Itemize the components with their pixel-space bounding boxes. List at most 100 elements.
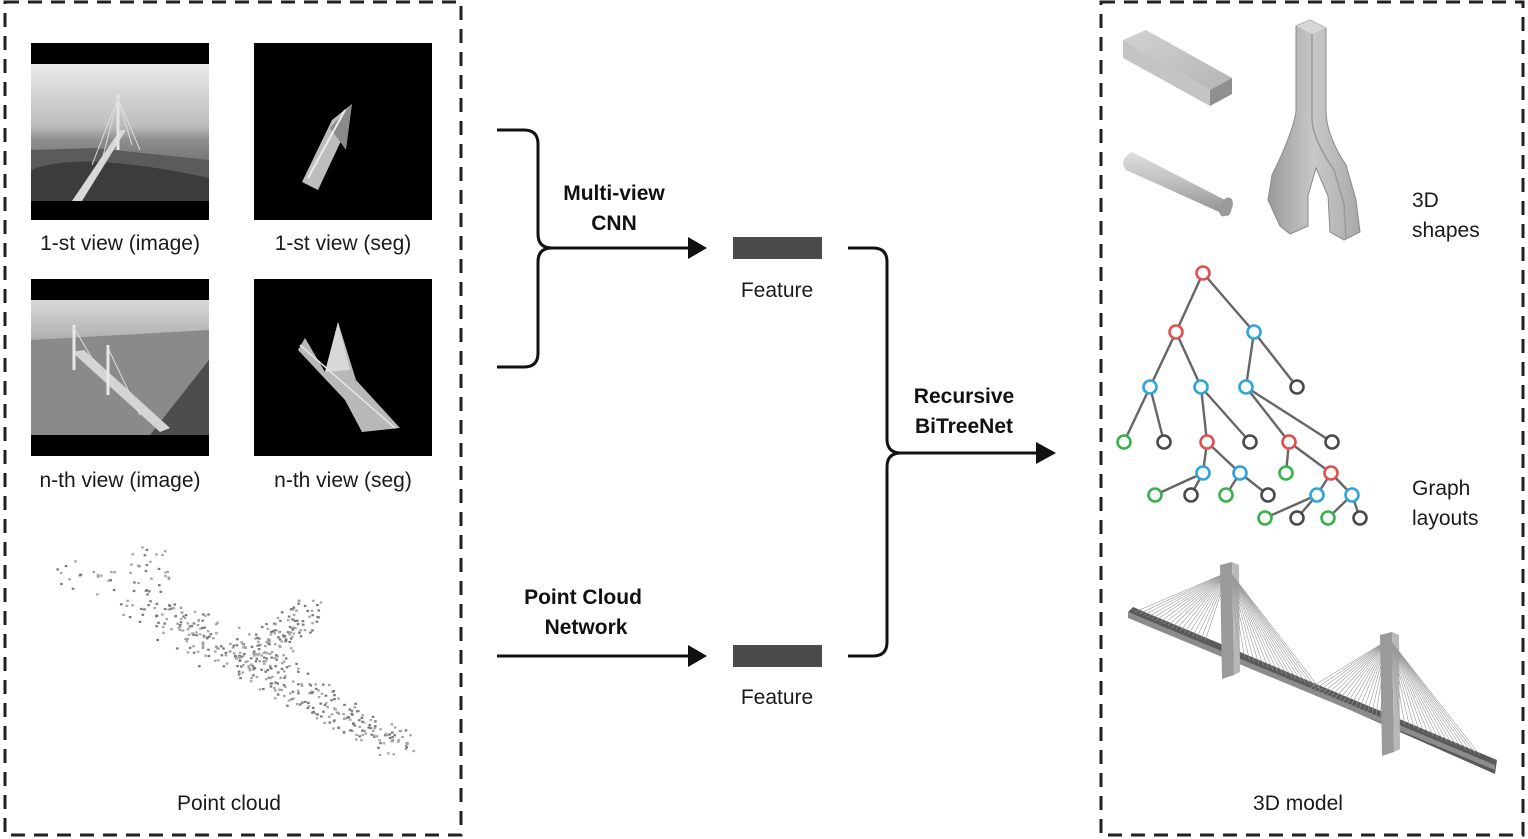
tree-node [1183,487,1199,503]
point-cloud-dot [192,633,195,636]
tree-node [1320,510,1336,526]
point-cloud-dot [262,651,266,654]
point-cloud-dot [311,706,315,709]
point-cloud-dot [153,607,156,610]
point-cloud-dot [136,564,140,567]
point-cloud-dot [241,655,245,658]
point-cloud-dot [284,685,287,688]
point-cloud-dot [297,602,300,605]
point-cloud-dot [158,584,161,587]
point-cloud-dot [169,607,173,610]
point-cloud-dot [282,670,286,673]
point-cloud-dot [171,606,175,610]
point-cloud-dot [60,582,63,586]
point-cloud-dot [330,713,334,716]
point-cloud-dot [207,648,210,651]
point-cloud-dot [286,704,289,707]
point-cloud-dot [186,637,189,641]
point-cloud-dot [149,600,152,603]
point-cloud-dot [288,664,291,668]
point-cloud-dot [316,713,319,716]
point-cloud-dot [291,628,295,631]
point-cloud-dot [278,631,281,634]
point-cloud-dot [215,623,218,626]
point-cloud-dot [317,689,320,692]
tree-edge [1154,471,1204,497]
point-cloud-dot [244,645,247,649]
point-cloud-dot [137,582,140,585]
multiview-label-line2: CNN [591,212,637,235]
point-cloud-dot [255,676,259,679]
point-cloud-dot [320,692,324,695]
tree-node [1324,434,1340,450]
point-cloud-dot [184,614,188,617]
point-cloud-dot [311,622,314,625]
point-cloud-dot [361,714,364,717]
point-cloud-dot [288,640,292,643]
point-cloud-dot [307,705,311,708]
point-cloud-dot [192,645,195,648]
point-cloud-dot [283,694,286,698]
point-cloud-dot [308,683,311,686]
point-cloud-dot [277,636,280,639]
cylinder-shape [1123,152,1233,217]
point-cloud-dot [147,604,150,607]
point-cloud-dot [207,630,210,633]
point-cloud-dot [143,554,147,557]
point-cloud-dot [273,632,277,635]
point-cloud-dot [193,610,197,613]
point-cloud-dot [362,721,366,724]
point-cloud-dot [163,607,167,611]
tree-node [1281,434,1297,450]
point-cloud-dot [354,702,357,705]
point-cloud-dot [409,734,412,737]
point-cloud-dot [278,688,281,691]
point-cloud-dot [237,673,241,677]
point-cloud-dot [273,687,276,690]
tree-edge [1288,441,1332,474]
point-cloud-dot [375,735,379,738]
point-cloud-dot [71,587,75,590]
point-cloud-dot [228,650,232,653]
point-cloud-dot [250,645,254,648]
tree-node [1199,434,1215,450]
point-cloud-dot [96,573,100,577]
point-cloud-dot [99,574,103,577]
point-cloud-dot [342,713,345,716]
point-cloud-dot [269,685,273,688]
point-cloud-dot [333,698,336,701]
point-cloud-dot [296,623,300,626]
point-cloud-dot [96,593,99,596]
point-cloud-dot [252,666,256,669]
tree-node [1238,379,1254,395]
point-cloud-dot [284,640,287,643]
pointcloud-label-line1: Point Cloud [524,586,642,609]
point-cloud-dot [130,563,133,566]
point-cloud-dot [119,603,123,606]
point-cloud-dot [215,645,218,648]
point-cloud-dot [262,662,266,665]
point-cloud-dot [161,553,164,557]
point-cloud-dot [312,599,315,602]
graph-label-line2: layouts [1412,507,1479,530]
point-cloud-dot [257,644,261,647]
point-cloud-dot [405,741,409,745]
point-cloud-dot [250,677,253,680]
point-cloud-dot [303,604,307,608]
point-cloud-dot [301,701,304,704]
point-cloud-dot [264,660,268,663]
point-cloud-dot [162,625,165,629]
view1-seg-thumbnail [254,43,432,220]
point-cloud-dot [314,687,318,690]
point-cloud-dot [74,560,77,563]
point-cloud-dot [367,726,371,729]
point-cloud-dot [279,645,282,649]
point-cloud-dot [257,648,261,651]
point-cloud-dot [330,699,333,702]
point-cloud-dot [353,724,357,727]
tree-edge [1245,386,1290,443]
point-cloud-dot [255,644,259,647]
point-cloud-dot [348,708,352,711]
point-cloud-dot [282,684,286,687]
point-cloud-dot [295,662,298,665]
